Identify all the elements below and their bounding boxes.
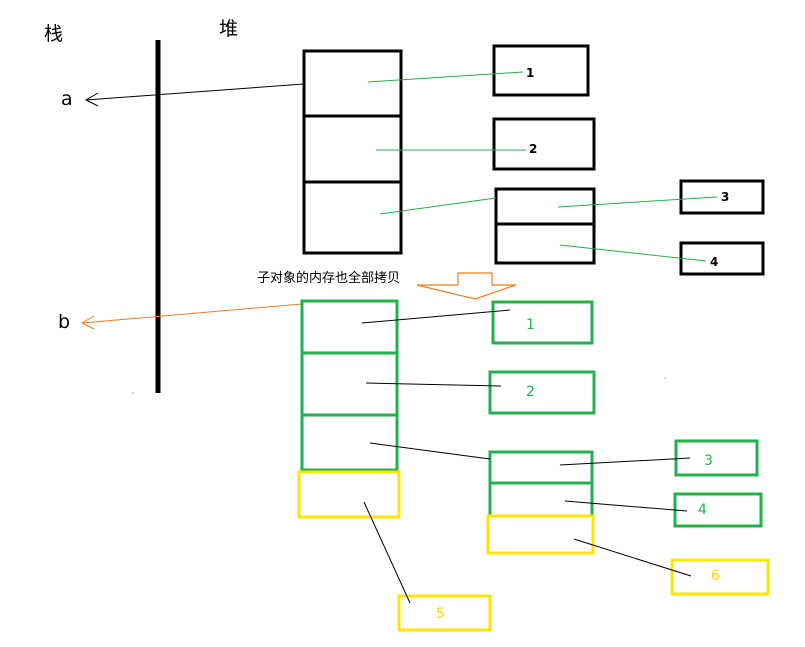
new-container-slot (486, 514, 595, 555)
reference-b-arrow (80, 303, 303, 330)
copy-note: 子对象的内存也全部拷贝 (257, 271, 401, 286)
original-object (302, 49, 403, 255)
new-child-5-box (397, 594, 492, 632)
stack-label: 栈 (44, 23, 64, 45)
original-child-2-box (492, 117, 596, 171)
copied-slot-1 (300, 299, 399, 355)
copied-child-4-label: 4 (698, 502, 707, 518)
new-items (297, 470, 770, 632)
copied-child-4-box (673, 492, 763, 528)
original-child-1-box (492, 44, 590, 97)
var-a-label: a (61, 88, 73, 110)
original-slot-2 (302, 114, 403, 184)
original-child-3-4-container-top (494, 187, 596, 226)
original-child-4-box (679, 241, 765, 276)
original-child-2-label: 2 (529, 142, 538, 156)
copied-child-2-box (488, 370, 596, 415)
original-child-3-4-container-bottom (494, 222, 596, 265)
copied-child-3-4-container-top (488, 450, 594, 485)
copied-child-3-box (674, 439, 759, 477)
heap-label: 堆 (219, 18, 239, 40)
new-child-5-label: 5 (436, 606, 445, 622)
original-child-4-label: 4 (710, 255, 719, 269)
reference-a-arrow (84, 83, 305, 107)
original-children (492, 44, 765, 276)
copied-slot-2 (300, 351, 399, 417)
original-slot-1 (302, 49, 403, 118)
stray-dot-right (664, 377, 666, 379)
new-slot-5 (297, 470, 401, 519)
copied-pointers (361, 309, 692, 604)
copied-child-1-label: 1 (526, 317, 535, 333)
var-b-label: b (58, 311, 71, 333)
original-child-3-box (679, 179, 765, 215)
original-pointers (367, 71, 718, 262)
copied-object (300, 299, 763, 528)
original-slot-3 (302, 180, 403, 255)
copy-down-arrow (416, 272, 517, 300)
copied-child-3-4-container-bottom (488, 481, 594, 518)
new-child-6-box (670, 558, 770, 596)
copied-child-3-label: 3 (704, 453, 713, 469)
stray-dot-left (132, 392, 134, 394)
copied-slot-3 (300, 413, 399, 472)
original-child-3-label: 3 (721, 190, 730, 204)
copied-child-1-box (491, 300, 594, 345)
copied-child-2-label: 2 (526, 384, 535, 400)
original-child-1-label: 1 (526, 66, 535, 80)
new-child-6-label: 6 (711, 568, 720, 584)
